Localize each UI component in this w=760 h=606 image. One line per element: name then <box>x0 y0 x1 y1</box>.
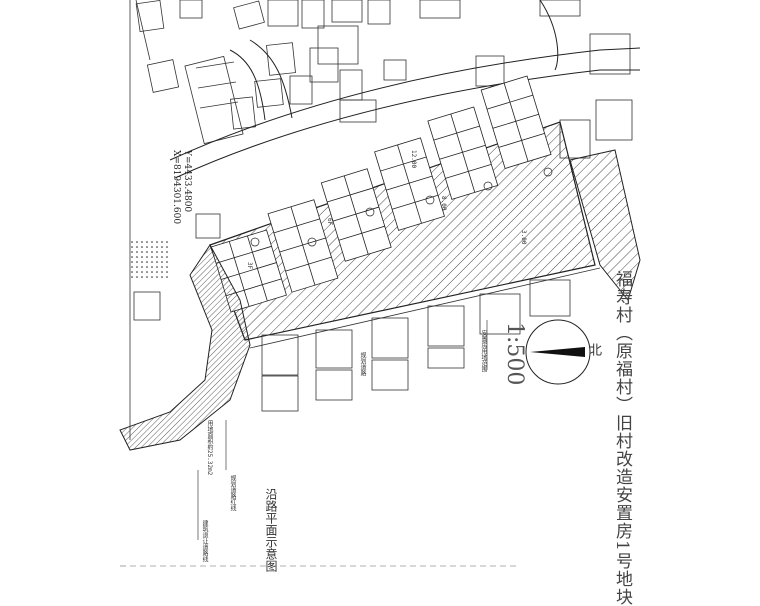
road-note: 建筑退让道路线 <box>201 520 208 562</box>
annotation-leaders <box>197 320 488 540</box>
access-road-right <box>569 149 641 302</box>
site-note: 规划道路 <box>359 352 366 376</box>
road-note: 规划道路红线 <box>229 475 236 511</box>
vegetation-area <box>128 240 170 280</box>
scale-label: 1:500 <box>502 322 527 386</box>
building-blocks <box>210 75 552 313</box>
unit-markers <box>250 167 553 247</box>
north-label: 北 <box>586 343 601 356</box>
left-houses <box>133 213 221 321</box>
village-context <box>129 0 633 440</box>
access-road-southwest <box>119 244 251 451</box>
dimension-note: 12.00 <box>410 150 417 169</box>
site-note: 安置房用地范围 <box>480 330 487 372</box>
north-arrow <box>525 319 591 385</box>
drawing-title: 福寿村（原福村）旧村改造安置房1号地块 <box>612 270 632 606</box>
south-houses <box>249 267 601 412</box>
floor-note: 6F <box>326 218 333 226</box>
orientation-label: 沿路平面示意图 <box>264 488 278 572</box>
coordinate-y: Y=4433.4800 <box>182 150 192 213</box>
road-note: 用地面积約25.32m2 <box>206 420 213 476</box>
dimension-note: 3.00 <box>520 230 527 245</box>
main-road <box>169 0 641 179</box>
dimension-note: 8.00 <box>440 196 447 211</box>
coordinate-x: X=8194301.600 <box>171 150 181 225</box>
site-plan-drawing <box>119 0 641 567</box>
floor-note: 3F <box>246 262 253 270</box>
